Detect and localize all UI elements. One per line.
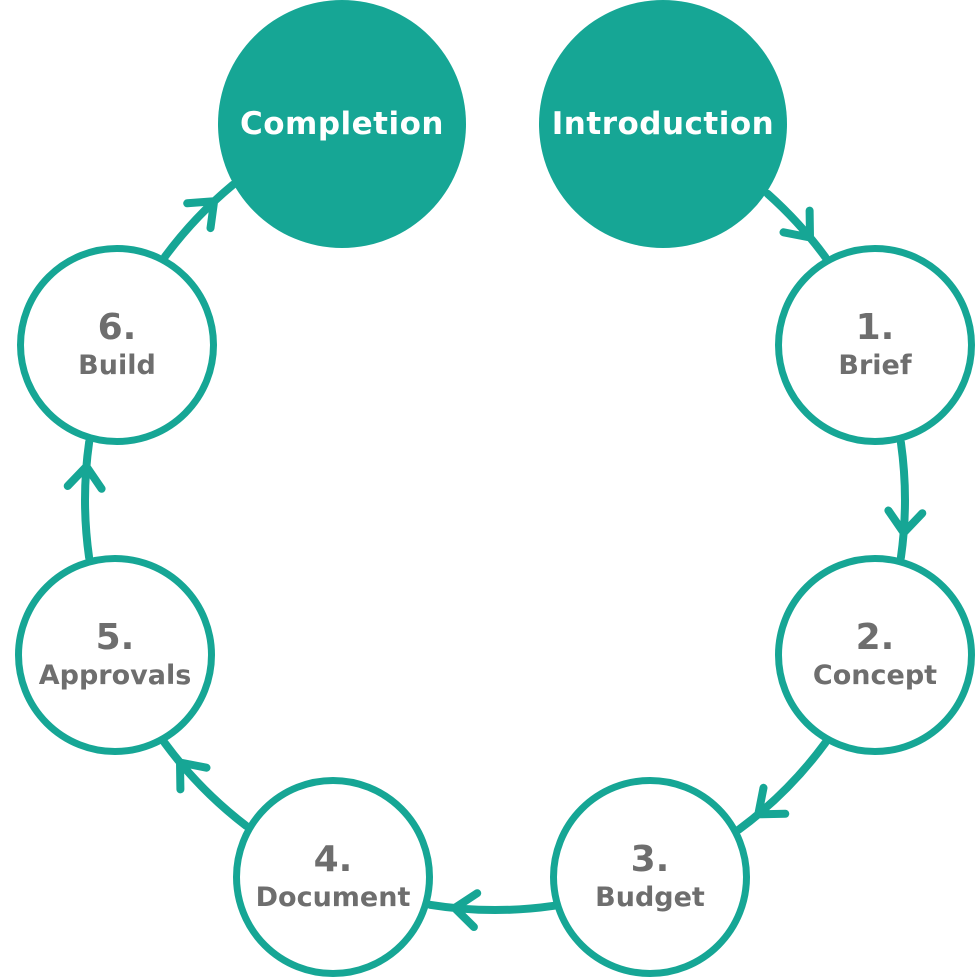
arrow-concept-to-budget (734, 738, 830, 834)
node-label: Document (255, 881, 411, 913)
node-introduction: Introduction (539, 0, 787, 248)
node-document: 4. Document (233, 777, 433, 977)
node-label: Brief (838, 349, 912, 381)
node-approvals: 5. Approvals (15, 555, 215, 755)
node-brief: 1. Brief (775, 245, 975, 445)
node-completion: Completion (218, 0, 466, 248)
arrow-budget-to-document (425, 889, 558, 931)
node-number: 5. (95, 617, 135, 659)
node-number: 2. (855, 617, 895, 659)
node-label: Budget (595, 881, 705, 913)
arrow-build-to-completion (161, 180, 237, 261)
node-label: Concept (812, 659, 938, 691)
node-label: Build (78, 349, 156, 381)
arrow-brief-to-concept (884, 438, 927, 562)
node-label: Introduction (551, 106, 775, 142)
node-number: 4. (313, 839, 353, 881)
node-budget: 3. Budget (550, 777, 750, 977)
node-number: 1. (855, 307, 895, 349)
node-number: 3. (630, 839, 670, 881)
arrow-approvals-to-build (63, 437, 106, 562)
arrow-document-to-approvals (160, 738, 251, 830)
node-concept: 2. Concept (775, 555, 975, 755)
arrow-introduction-to-brief (763, 189, 830, 262)
node-label: Approvals (38, 659, 192, 691)
node-label: Completion (239, 106, 444, 142)
node-build: 6. Build (17, 245, 217, 445)
node-number: 6. (97, 307, 137, 349)
